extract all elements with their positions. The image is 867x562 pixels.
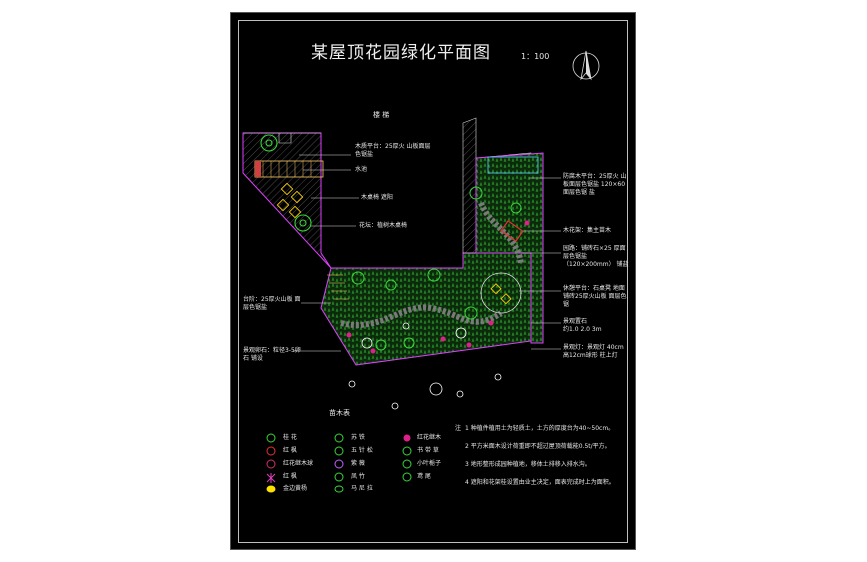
label-table-set: 木桌椅 遮阳 [361, 194, 393, 201]
label-seating-area: 休憩平台：石桌凳 地面铺砖25厚火山板 面层色锯 [563, 285, 627, 308]
stepping-path [340, 201, 524, 328]
legend-item: 红花继木 [417, 434, 442, 441]
north-arrow-icon [572, 50, 600, 81]
legend-item: 红 枫 [283, 473, 297, 480]
left-planting-zone [242, 132, 332, 269]
plan-graphics [242, 50, 600, 493]
legend-item: 马 尼 拉 [351, 485, 373, 492]
label-stairs: 楼 梯 [373, 111, 390, 119]
legend-item: 金边黄杨 [283, 485, 308, 492]
main-lawn [320, 252, 532, 366]
label-lawn-stone: 景观置石 [563, 318, 588, 325]
steps-left [327, 274, 349, 300]
legend-item: 紫 薇 [351, 460, 365, 467]
pergola-icon [500, 220, 524, 242]
wood-deck-left [254, 160, 324, 178]
note-item: 3 地形整形成园种植地，移体土排移入排水沟。 [465, 461, 591, 468]
legend-item: 鸢 尾 [417, 473, 431, 480]
legend-item: 凤 竹 [351, 473, 365, 480]
legend-item: 红花继木球 [283, 460, 314, 467]
label-paving: 园路：铺砖石×25 厚面层色锯盐（120×200mm） 铺盐 [563, 245, 629, 268]
drawing-sheet: 某屋顶花园绿化平面图 1：100 [230, 12, 636, 550]
round-seating [480, 272, 522, 314]
white-circles [361, 322, 467, 349]
legend-item: 苏 铁 [351, 434, 365, 441]
drawing-title: 某屋顶花园绿化平面图 [311, 43, 491, 63]
table-set-left [276, 182, 304, 219]
trees-main [351, 186, 522, 351]
label-pool: 水池 [355, 166, 368, 173]
legend-item: 书 带 草 [417, 447, 439, 454]
label-step-platform: 台阶：25厚火山板 面层色锯盐 [243, 296, 301, 311]
notes-heading: 注 [455, 425, 462, 432]
legend-icons [266, 433, 412, 493]
note-item: 4 遮阳和花架桂设置由业主决定，面表完成时上为面积。 [465, 479, 615, 486]
label-planter: 花坛：植树木桌椅 [359, 222, 408, 229]
outer-circles [348, 373, 502, 410]
label-gravel-strip: 景观卵石：粒径3-5卵石 铺设 [243, 347, 301, 362]
legend-item: 红 枫 [283, 447, 297, 454]
label-right-platform: 防腐木平台：25厚火 山板面层色锯盐 120×60面层色锯 盐 [563, 173, 627, 196]
label-pergola: 木花架：集主苗木 [563, 227, 612, 234]
label-light: 景观灯：景观灯 40cm高12cm球形 柱上灯 [563, 344, 624, 359]
right-planting-zone [462, 117, 544, 344]
legend-item: 小叶栀子 [417, 460, 442, 467]
drawing-frame [238, 20, 628, 543]
drawing-scale: 1：100 [521, 52, 550, 61]
shrubs-pink [346, 220, 530, 354]
label-lawn-stone-size: 约1.0 2.0 3m [563, 326, 602, 333]
note-item: 1 种植件植用土为轻质土，土方的厚度台为40~50cm。 [465, 425, 615, 432]
legend-title: 苗木表 [329, 409, 350, 417]
trees-left [260, 134, 312, 232]
legend-item: 桂 花 [283, 434, 297, 441]
table-set-right [490, 283, 512, 305]
legend-item: 五 针 松 [351, 447, 373, 454]
leader-lines [293, 154, 561, 352]
label-deck-platform: 木质平台：25厚火 山板面层色锯盐 [355, 143, 431, 158]
note-item: 2 平方米面木设计荷重即不超过屋顶荷载能0.5t/平方。 [465, 443, 611, 450]
